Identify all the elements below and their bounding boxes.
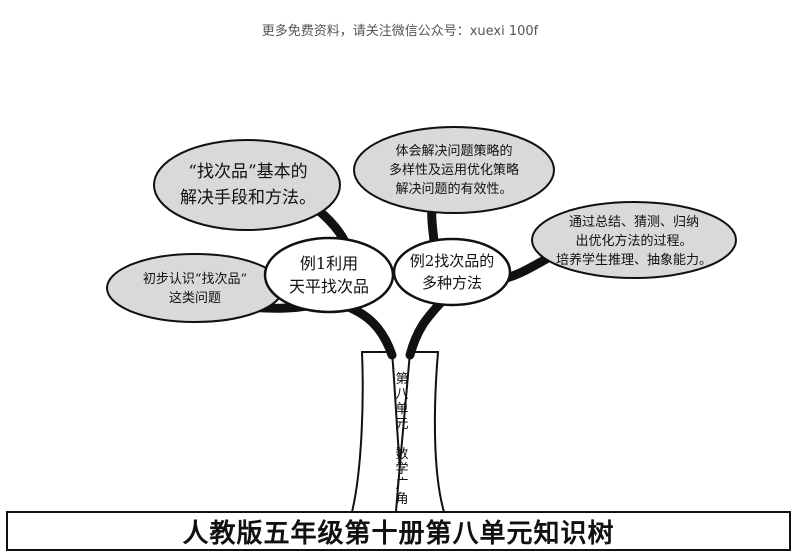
node-right-text: 通过总结、猜测、归纳 出优化方法的过程。 培养学生推理、抽象能力。: [555, 214, 712, 268]
trunk-label: 第 八 单 元 数 学 广 角: [395, 372, 409, 507]
branch-right-main: [405, 293, 450, 360]
node-top-middle-text: 体会解决问题策略的 多样性及运用优化策略 解决问题的有效性。: [388, 143, 519, 197]
node-top-left-text: “找次品”基本的 解决手段和方法。: [180, 162, 316, 208]
node-left-center-text: 例1利用 天平找次品: [288, 254, 369, 296]
node-right-shape: [531, 201, 737, 279]
node-right: 通过总结、猜测、归纳 出优化方法的过程。 培养学生推理、抽象能力。: [534, 208, 734, 274]
node-right-center-shape: [392, 237, 512, 307]
node-right-center-text: 例2找次品的 多种方法: [409, 252, 495, 292]
trunk-shape-right: [394, 351, 446, 513]
watermark-text: 更多免费资料，请关注微信公众号：xuexi 100f: [261, 24, 539, 39]
page-title: 人教版五年级第十册第八单元知识树: [6, 511, 791, 551]
node-left-text: 初步认识“找次品” 这类问题: [142, 272, 248, 306]
node-top-left: “找次品”基本的 解决手段和方法。: [158, 145, 338, 225]
node-left: 初步认识“找次品” 这类问题: [110, 262, 280, 316]
node-top-left-shape: [153, 139, 341, 231]
node-left-center: 例1利用 天平找次品: [267, 242, 391, 308]
node-top-middle: 体会解决问题策略的 多样性及运用优化策略 解决问题的有效性。: [356, 132, 552, 208]
node-right-center: 例2找次品的 多种方法: [396, 242, 508, 302]
node-top-middle-shape: [353, 126, 555, 214]
